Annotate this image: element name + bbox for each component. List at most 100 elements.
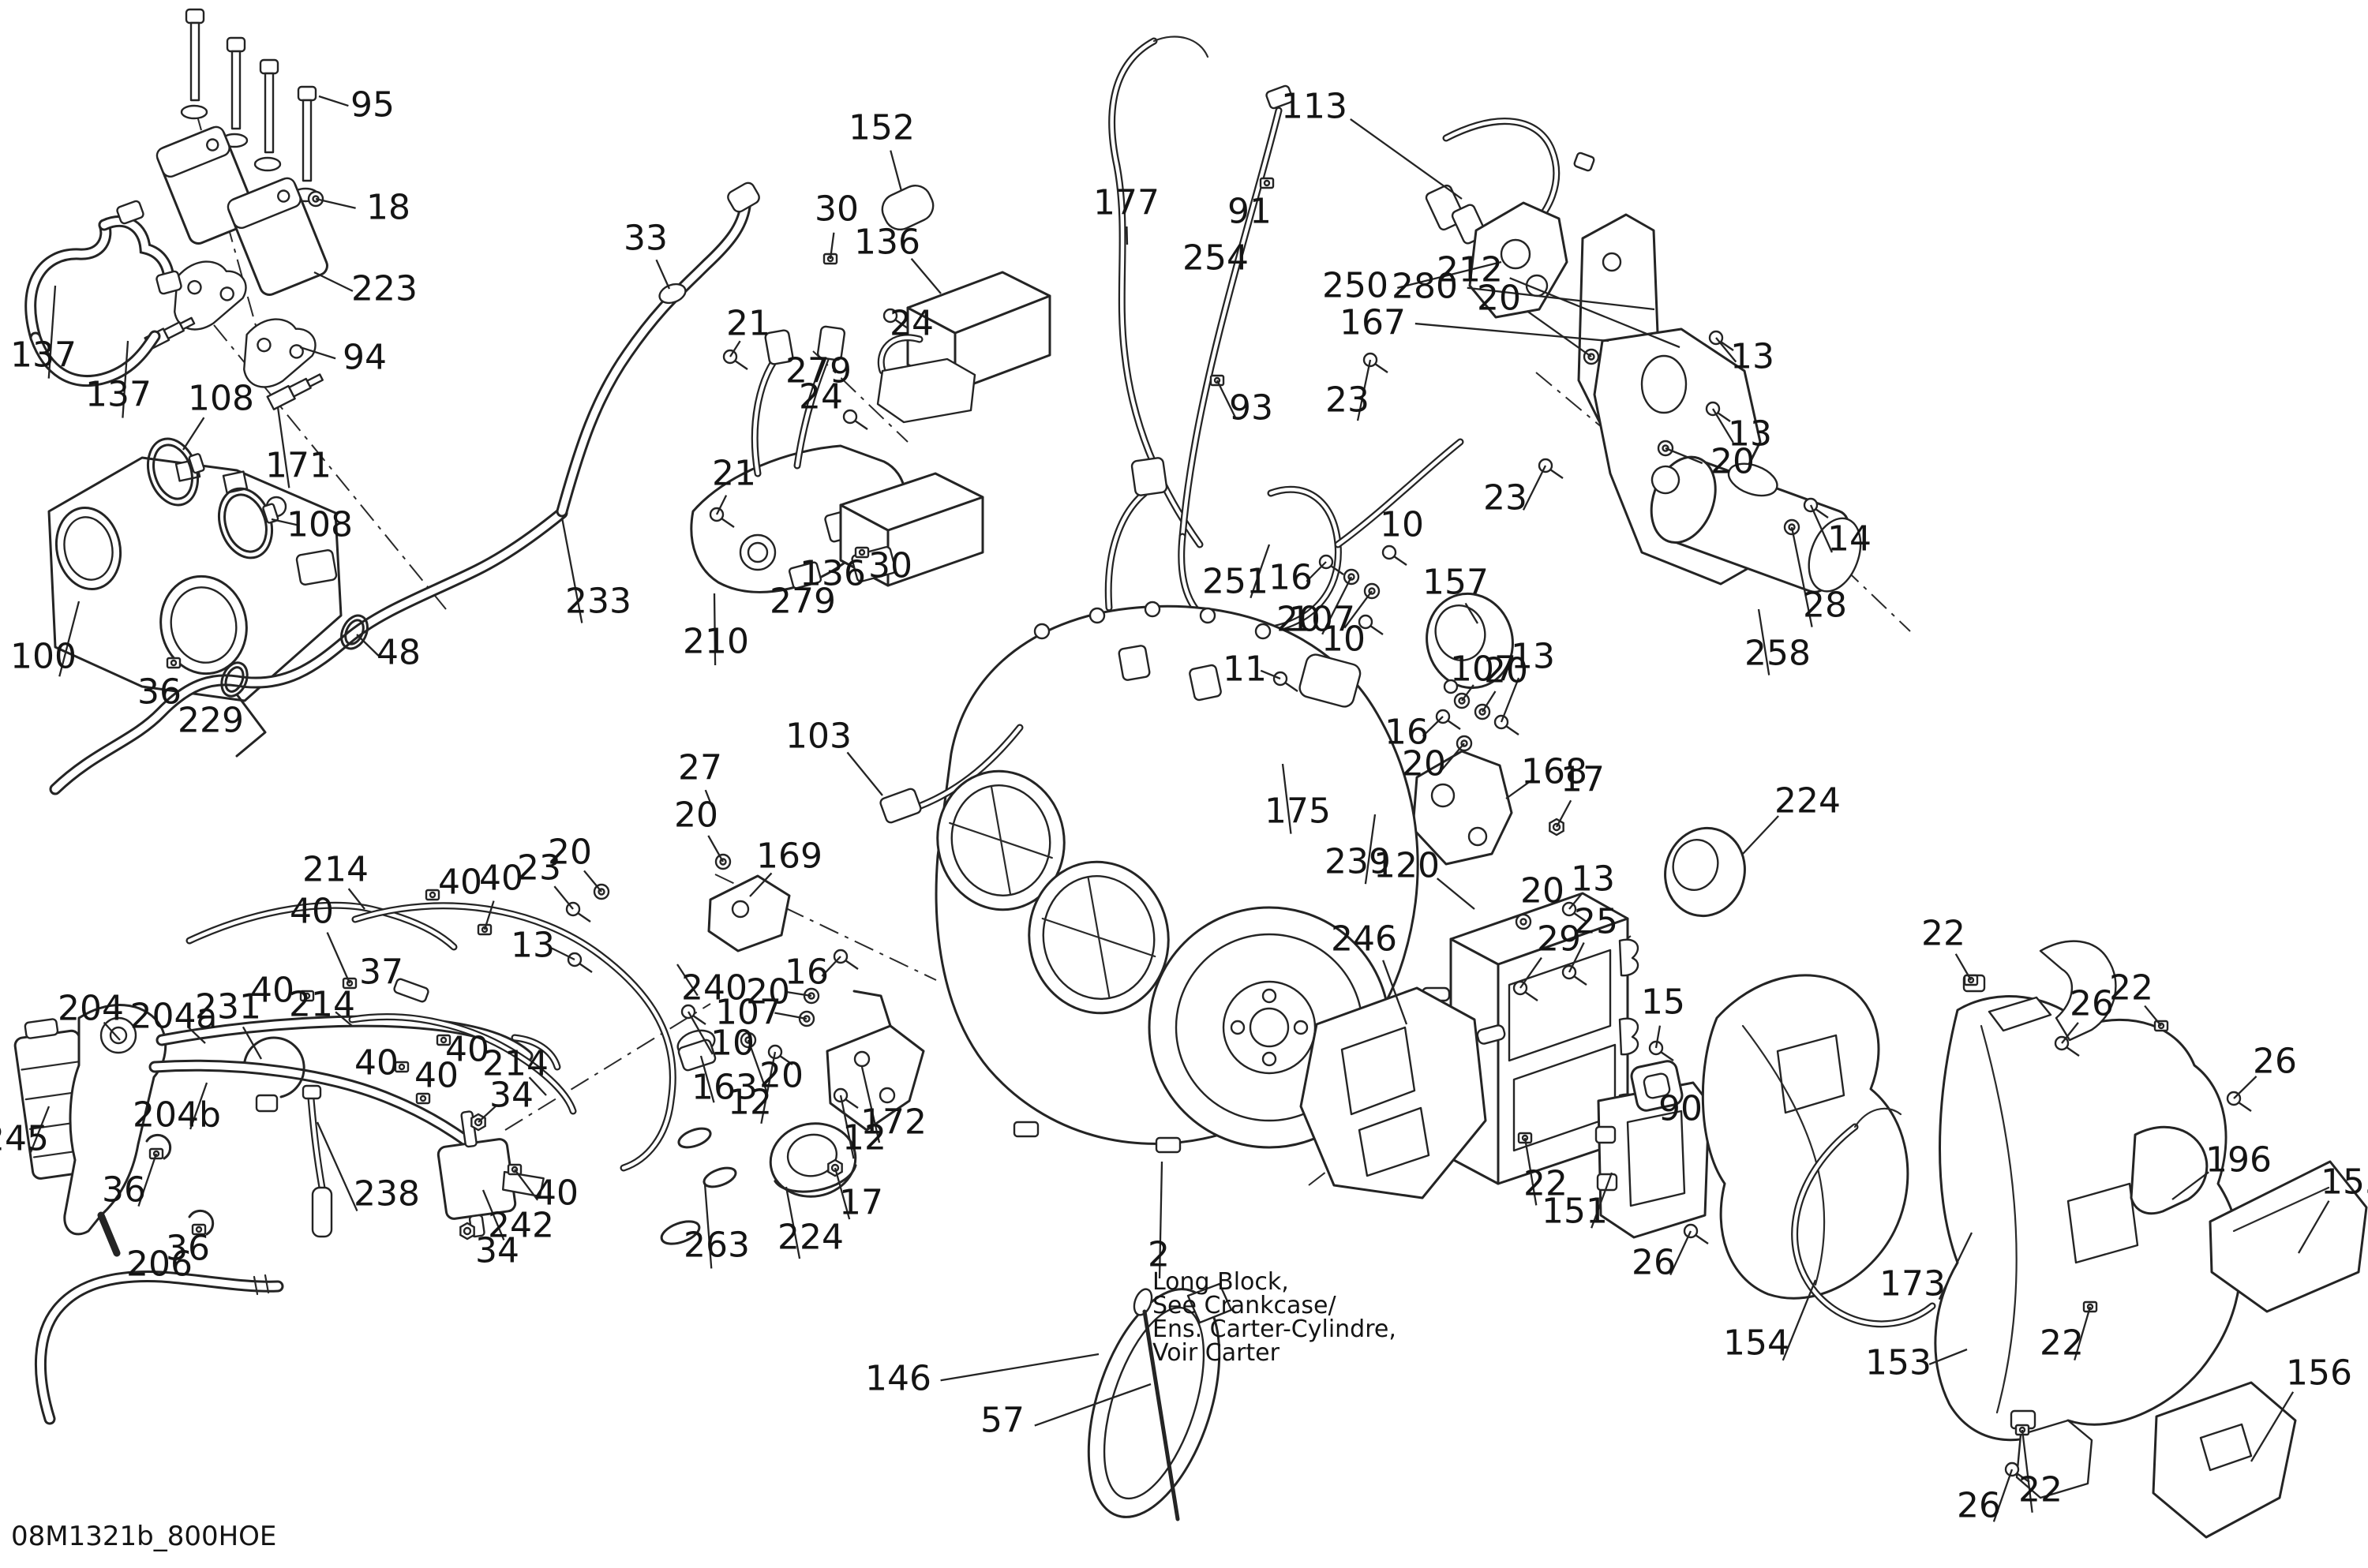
clip-icon bbox=[415, 1092, 431, 1105]
part-callout-136: 136 bbox=[800, 554, 866, 594]
leader-line bbox=[1519, 956, 1542, 989]
part-callout-20: 20 bbox=[746, 972, 790, 1012]
leader-line bbox=[846, 751, 883, 796]
leader-line bbox=[1782, 1279, 1817, 1361]
part-callout-214: 214 bbox=[302, 850, 369, 890]
leader-line bbox=[1441, 743, 1465, 770]
ignition-coils-sketch bbox=[155, 125, 328, 297]
part-callout-173: 173 bbox=[1879, 1264, 1946, 1304]
leader-line bbox=[1158, 1161, 1163, 1279]
part-callout-36: 36 bbox=[166, 1229, 210, 1269]
part-callout-22: 22 bbox=[2109, 968, 2153, 1009]
part-callout-10: 10 bbox=[1321, 619, 1366, 660]
part-callout-229: 229 bbox=[178, 701, 244, 741]
part-callout-172: 172 bbox=[860, 1102, 927, 1143]
leader-line bbox=[1938, 1232, 1973, 1300]
leader-line bbox=[326, 932, 351, 984]
leader-line bbox=[483, 900, 495, 930]
o-rings-263-sketch bbox=[660, 1127, 737, 1245]
leader-line bbox=[356, 634, 380, 658]
vent-hoses-sketch bbox=[185, 901, 676, 1172]
part-callout-15: 15 bbox=[1641, 982, 1685, 1023]
part-callout-40: 40 bbox=[414, 1056, 459, 1096]
part-callout-204b: 204b bbox=[133, 1095, 221, 1136]
leader-line bbox=[860, 1066, 881, 1143]
ignition-module-sketch bbox=[788, 185, 1051, 589]
part-callout-258: 258 bbox=[1744, 634, 1811, 674]
leader-line bbox=[1216, 380, 1237, 419]
leader-line bbox=[699, 1055, 715, 1103]
part-callout-214: 214 bbox=[289, 985, 355, 1025]
leader-line bbox=[347, 888, 365, 910]
part-callout-34: 34 bbox=[475, 1231, 519, 1271]
leader-line bbox=[1321, 576, 1353, 635]
part-callout-40: 40 bbox=[534, 1173, 579, 1214]
leader-line bbox=[1414, 322, 1609, 342]
leader-line bbox=[655, 259, 671, 290]
leader-line bbox=[1522, 465, 1547, 511]
leader-line bbox=[187, 1026, 206, 1044]
leader-line bbox=[729, 340, 741, 357]
clip-icon bbox=[299, 990, 315, 1002]
electric-starter-sketch bbox=[1650, 455, 1862, 593]
part-callout-223: 223 bbox=[351, 269, 418, 309]
leader-line bbox=[747, 1039, 768, 1092]
leader-line bbox=[2171, 1171, 2209, 1200]
part-callout-20: 20 bbox=[1484, 651, 1528, 691]
part-callout-212: 212 bbox=[1437, 250, 1503, 290]
leader-line bbox=[1992, 1469, 2014, 1522]
washer-icon bbox=[1515, 913, 1532, 930]
part-callout-251: 251 bbox=[1202, 562, 1268, 602]
part-callout-167: 167 bbox=[1339, 303, 1406, 343]
part-callout-20: 20 bbox=[548, 833, 592, 873]
part-callout-107: 107 bbox=[715, 993, 781, 1033]
leader-line bbox=[1523, 1137, 1538, 1206]
leader-line bbox=[315, 197, 356, 209]
part-callout-113: 113 bbox=[1281, 87, 1347, 127]
part-callout-245: 245 bbox=[0, 1119, 49, 1159]
leader-line bbox=[839, 1095, 855, 1159]
part-callout-263: 263 bbox=[684, 1226, 750, 1266]
leader-line bbox=[1790, 526, 1813, 627]
leader-line bbox=[1464, 602, 1478, 624]
ecm-bracket-246-sketch bbox=[1299, 986, 1506, 1199]
part-callout-210: 210 bbox=[683, 622, 749, 662]
leader-line bbox=[560, 517, 583, 623]
shield-plate-156-sketch bbox=[2152, 1381, 2297, 1539]
part-callout-2: 2 bbox=[1148, 1235, 1170, 1275]
leader-line bbox=[242, 1026, 263, 1060]
part-callout-107: 107 bbox=[1450, 649, 1516, 690]
long-block-note: Long Block,See Crankcase/Ens. Carter-Cyl… bbox=[1152, 1268, 1396, 1367]
part-callout-29: 29 bbox=[1537, 919, 1581, 960]
part-callout-26: 26 bbox=[2070, 984, 2114, 1024]
part-callout-168: 168 bbox=[1521, 752, 1587, 792]
part-callout-26: 26 bbox=[2253, 1042, 2297, 1082]
leader-line bbox=[703, 1183, 713, 1269]
hose-clamps-108-sketch bbox=[147, 437, 279, 559]
leader-line bbox=[1742, 815, 1779, 855]
heat-shield-154-sketch bbox=[1701, 974, 1909, 1300]
part-callout-214: 214 bbox=[482, 1044, 549, 1084]
bracket-151-sketch bbox=[1594, 1081, 1710, 1239]
leader-line bbox=[1809, 504, 1833, 553]
part-callout-16: 16 bbox=[785, 952, 829, 993]
part-callout-156: 156 bbox=[2286, 1353, 2352, 1394]
leader-line bbox=[676, 964, 699, 997]
part-callout-10: 10 bbox=[710, 1024, 755, 1064]
leader-line bbox=[1422, 716, 1444, 737]
leader-line bbox=[1436, 878, 1475, 910]
leader-line bbox=[1500, 677, 1520, 723]
part-callout-13: 13 bbox=[1730, 337, 1774, 377]
part-callout-34: 34 bbox=[489, 1076, 534, 1116]
part-callout-37: 37 bbox=[359, 952, 403, 993]
leader-line bbox=[2021, 1429, 2033, 1513]
leader-line bbox=[749, 872, 773, 897]
leader-lines-layer bbox=[29, 95, 2330, 1522]
leader-line bbox=[715, 495, 728, 515]
leader-line bbox=[774, 1012, 807, 1020]
part-callout-103: 103 bbox=[785, 717, 852, 757]
part-callout-94: 94 bbox=[343, 338, 387, 378]
part-callout-171: 171 bbox=[265, 446, 332, 486]
